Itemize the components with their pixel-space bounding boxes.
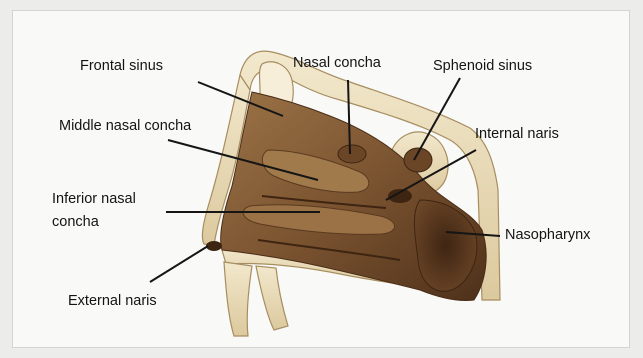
label-nasal-concha: Nasal concha bbox=[293, 54, 381, 73]
label-inferior-nasal-concha-line1: Inferior nasal bbox=[52, 190, 136, 209]
label-nasopharynx: Nasopharynx bbox=[505, 226, 590, 245]
label-internal-naris: Internal naris bbox=[475, 125, 559, 144]
label-external-naris: External naris bbox=[68, 292, 157, 311]
label-inferior-nasal-concha-line2: concha bbox=[52, 213, 99, 232]
leader-external-naris bbox=[150, 246, 208, 282]
label-sphenoid-sinus: Sphenoid sinus bbox=[433, 57, 532, 76]
label-middle-nasal-concha: Middle nasal concha bbox=[59, 117, 191, 136]
label-frontal-sinus: Frontal sinus bbox=[80, 57, 163, 76]
